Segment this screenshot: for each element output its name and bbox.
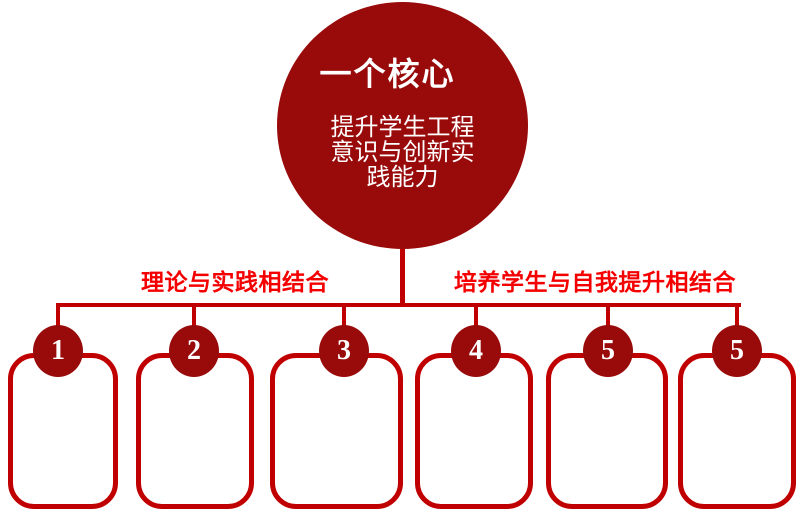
node-circle-2: 2: [169, 325, 219, 377]
connector-drop-4: [474, 303, 478, 330]
node-circle-5: 5: [583, 325, 633, 377]
node-number: 1: [51, 335, 65, 366]
node-circle-1: 1: [33, 325, 83, 377]
branch-label-right: 培养学生与自我提升相结合: [454, 269, 736, 295]
node-circle-4: 4: [451, 325, 501, 377]
connector-drop-3: [342, 303, 346, 330]
connector-drop-6: [735, 303, 739, 330]
connector-drop-5: [606, 303, 610, 330]
connector-stem: [400, 246, 405, 307]
connector-drop-2: [192, 303, 196, 330]
connector-drop-1: [56, 303, 60, 330]
node-circle-3: 3: [319, 325, 369, 377]
branch-label-left: 理论与实践相结合: [141, 269, 329, 295]
core-circle: 一个核心 提升学生工程 意识与创新实 践能力: [277, 2, 528, 249]
core-body: 提升学生工程 意识与创新实 践能力: [330, 114, 475, 191]
connector-horizontal-line: [57, 303, 741, 307]
node-number: 3: [337, 335, 351, 366]
core-title: 一个核心: [319, 56, 456, 92]
node-number: 5: [730, 335, 744, 366]
node-number: 4: [469, 335, 483, 366]
item-box-3: [270, 353, 403, 509]
node-number: 5: [601, 335, 615, 366]
node-circle-6: 5: [712, 325, 762, 377]
node-number: 2: [187, 335, 201, 366]
